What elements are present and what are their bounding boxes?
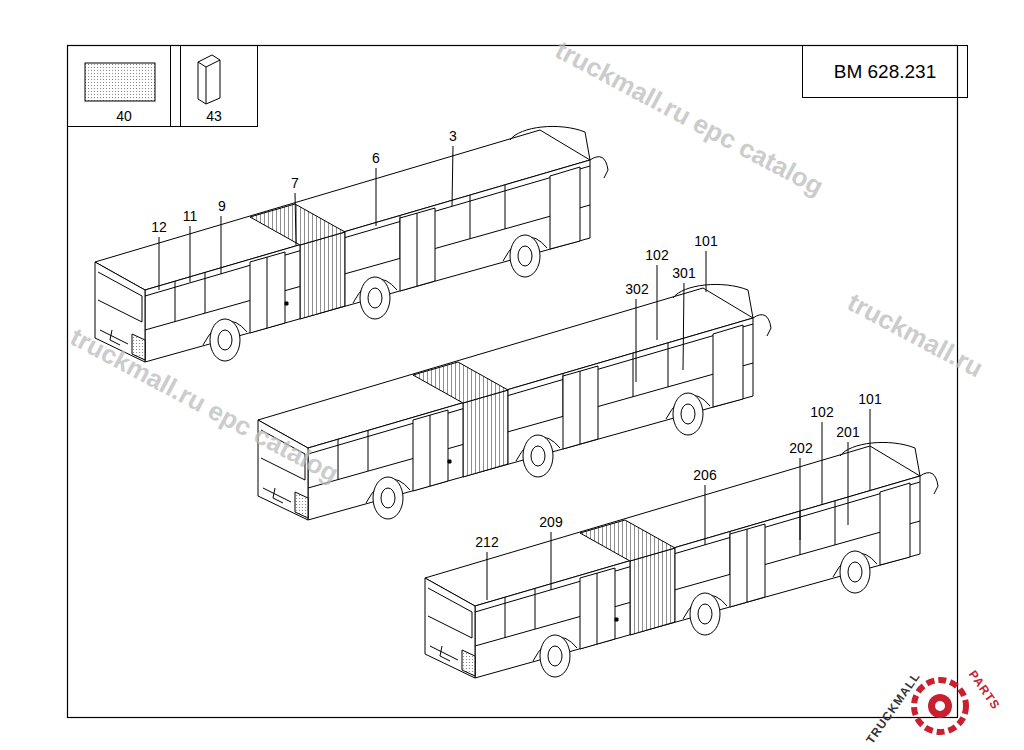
callout-number: 9	[217, 199, 227, 213]
callout-number: 201	[835, 425, 860, 439]
bus-drawing	[95, 126, 608, 362]
callout-number: 7	[290, 176, 300, 190]
callout-number: 206	[692, 468, 717, 482]
callout-number: 202	[788, 441, 813, 455]
callout-number: 101	[693, 234, 718, 248]
watermark: truckmall.ru epc catalog	[552, 36, 828, 199]
callout-number: 209	[538, 515, 563, 529]
logo-mark	[914, 680, 966, 732]
legend-number: 43	[171, 108, 257, 124]
callout-number: 101	[857, 392, 882, 406]
callout-number: 3	[448, 129, 458, 143]
callout-number: 302	[624, 282, 649, 296]
callout-number: 11	[182, 209, 199, 223]
callout-number: 301	[671, 266, 696, 280]
drawing-number-box: BM 628.231	[802, 45, 968, 98]
drawing-number: BM 628.231	[803, 61, 967, 83]
bus-drawing	[425, 442, 938, 678]
block-icon	[198, 55, 220, 104]
callout-number: 102	[809, 405, 834, 419]
legend-number: 40	[68, 108, 180, 124]
leader-lines	[159, 146, 870, 600]
watermark: truckmall.ru epc catalog	[67, 323, 343, 486]
callout-number: 12	[150, 220, 168, 234]
callout-number: 212	[474, 535, 499, 549]
panel-icon	[85, 63, 155, 101]
callout-number: 102	[644, 248, 669, 262]
bus-drawing	[258, 284, 771, 520]
frame	[68, 46, 958, 718]
legend-cell: 40	[67, 45, 181, 127]
legend-cell: 43	[170, 45, 258, 127]
logo-text: PARTS	[966, 668, 1002, 712]
watermark: truckmall.ru	[843, 289, 987, 382]
callout-number: 6	[371, 151, 381, 165]
